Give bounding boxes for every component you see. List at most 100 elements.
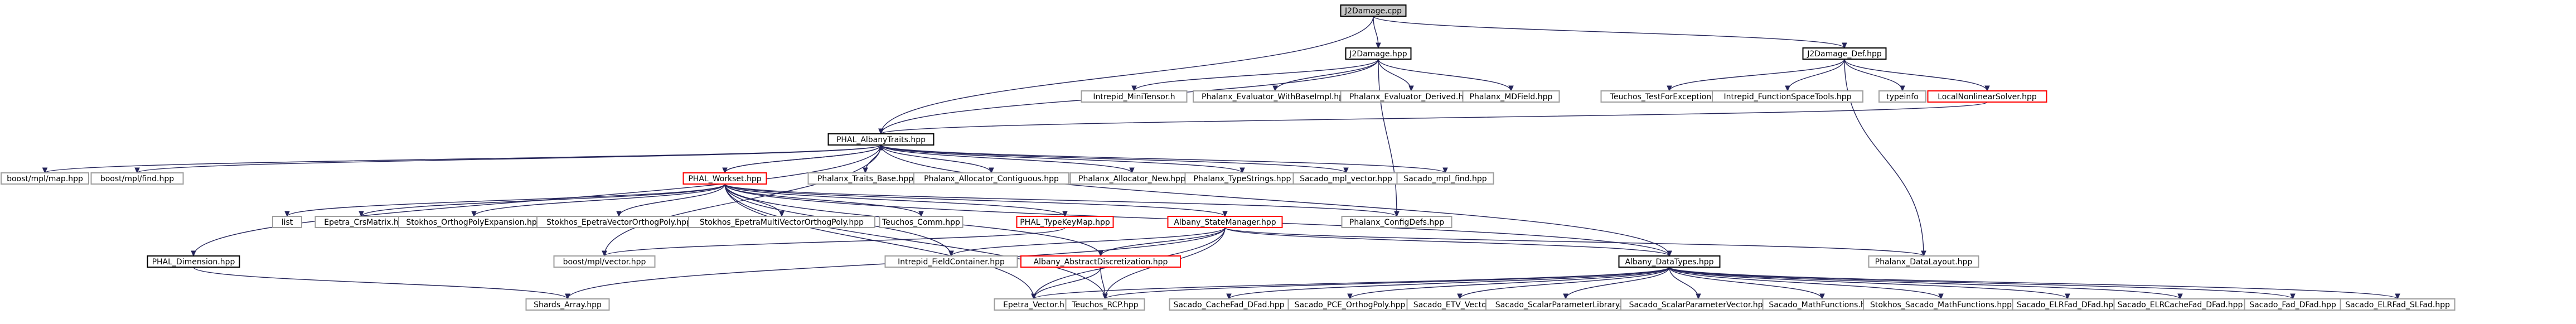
node-j2def[interactable]: J2Damage_Def.hpp xyxy=(1802,47,1887,60)
edge-arrowhead xyxy=(779,211,785,217)
node-allocnew[interactable]: Phalanx_Allocator_New.hpp xyxy=(1069,172,1194,185)
node-label: Sacado_ELRFad_SLFad.hpp xyxy=(2345,301,2450,310)
edge-j2def-datalayout xyxy=(1844,59,1924,257)
edge-arrowhead xyxy=(1031,293,1037,300)
edge-arrowhead xyxy=(1129,167,1135,174)
node-label: Sacado_ETV_Vector.hpp xyxy=(1413,301,1507,310)
edge-arrowhead xyxy=(42,167,48,174)
edge-j2def-typeinfo xyxy=(1844,59,1903,91)
node-label: Phalanx_Traits_Base.hpp xyxy=(817,175,913,183)
node-label: J2Damage_Def.hpp xyxy=(1807,50,1882,59)
node-dimension[interactable]: PHAL_Dimension.hpp xyxy=(147,255,240,268)
node-box xyxy=(1396,172,1494,185)
node-j2hpp[interactable]: J2Damage.hpp xyxy=(1345,47,1412,60)
node-datalayout[interactable]: Phalanx_DataLayout.hpp xyxy=(1868,255,1979,268)
node-travbase[interactable]: Phalanx_Traits_Base.hpp xyxy=(807,172,923,185)
node-label: Phalanx_Allocator_Contiguous.hpp xyxy=(924,175,1059,183)
node-sacvec[interactable]: Sacado_mpl_vector.hpp xyxy=(1292,172,1400,185)
edge-workset-confdefs xyxy=(724,183,1397,217)
edge-albtraits-mplvector xyxy=(604,144,882,257)
edge-workset-comm xyxy=(724,183,922,217)
node-mathfn[interactable]: Sacado_MathFunctions.hpp xyxy=(1762,298,1882,311)
node-list[interactable]: list xyxy=(272,216,302,228)
edge-datatypes-sclib xyxy=(1565,267,1670,299)
edge-albtraits-sacfind xyxy=(880,144,1446,173)
node-label: J2Damage.hpp xyxy=(1349,50,1407,59)
edge-arrowhead xyxy=(863,167,868,174)
node-fad[interactable]: Sacado_Fad_DFad.hpp xyxy=(2244,298,2342,311)
node-elrfad[interactable]: Sacado_ELRFad_DFad.hpp xyxy=(2012,298,2123,311)
edges-layer xyxy=(42,16,2400,300)
node-label: Phalanx_TypeStrings.hpp xyxy=(1194,175,1291,183)
node-comm[interactable]: Teuchos_Comm.hpp xyxy=(879,216,963,228)
node-absdisc[interactable]: Albany_AbstractDiscretization.hpp xyxy=(1020,255,1181,268)
node-crsmat[interactable]: Epetra_CrsMatrix.h xyxy=(314,216,408,228)
node-fieldcont[interactable]: Intrepid_FieldContainer.hpp xyxy=(884,255,1018,268)
node-label: Phalanx_Allocator_New.hpp xyxy=(1078,175,1185,183)
node-elrslfad[interactable]: Sacado_ELRFad_SLFad.hpp xyxy=(2340,298,2456,311)
node-cachefad[interactable]: Sacado_CacheFad_DFad.hpp xyxy=(1169,298,1289,311)
node-epmvortho[interactable]: Stokhos_EpetraMultiVectorOrthogPoly.hpp xyxy=(688,216,875,228)
node-label: Sacado_ScalarParameterVector.hpp xyxy=(1629,301,1768,310)
node-epvecortho[interactable]: Stokhos_EpetraVectorOrthogPoly.hpp xyxy=(536,216,701,228)
node-mplfind[interactable]: boost/mpl/find.hpp xyxy=(90,172,184,185)
node-box xyxy=(1340,4,1407,17)
node-mplmap[interactable]: boost/mpl/map.hpp xyxy=(1,172,89,185)
node-box xyxy=(1341,216,1452,228)
edge-arrowhead xyxy=(948,250,954,257)
edge-arrowhead xyxy=(1102,293,1108,300)
node-pceortho[interactable]: Sacado_PCE_OrthogPoly.hpp xyxy=(1287,298,1412,311)
node-mplvector[interactable]: boost/mpl/vector.hpp xyxy=(553,255,656,268)
node-label: boost/mpl/vector.hpp xyxy=(563,258,646,267)
node-datatypes[interactable]: Albany_DataTypes.hpp xyxy=(1618,255,1721,268)
node-label: Teuchos_Comm.hpp xyxy=(882,218,960,227)
node-stmathfn[interactable]: Stokhos_Sacado_MathFunctions.hpp xyxy=(1863,298,2019,311)
node-scvec[interactable]: Sacado_ScalarParameterVector.hpp xyxy=(1620,298,1776,311)
edge-arrowhead xyxy=(1938,293,1944,300)
node-evalwbase[interactable]: Phalanx_Evaluator_WithBaseImpl.hpp xyxy=(1193,90,1358,103)
node-typeinfo[interactable]: typeinfo xyxy=(1878,90,1926,103)
node-testfor[interactable]: Teuchos_TestForException.hpp xyxy=(1600,90,1739,103)
node-label: Stokhos_Sacado_MathFunctions.hpp xyxy=(1870,301,2012,310)
node-mdtensor[interactable]: Intrepid_MiniTensor.h xyxy=(1081,90,1188,103)
node-statemgr[interactable]: Albany_StateManager.hpp xyxy=(1167,216,1283,228)
node-mdfield[interactable]: Phalanx_MDField.hpp xyxy=(1462,90,1560,103)
edge-arrowhead xyxy=(1272,85,1278,92)
node-box xyxy=(553,255,656,268)
edge-datatypes-fad xyxy=(1669,267,2293,299)
node-alloccont[interactable]: Phalanx_Allocator_Contiguous.hpp xyxy=(913,172,1069,185)
node-funcspace[interactable]: Intrepid_FunctionSpaceTools.hpp xyxy=(1712,90,1863,103)
node-box xyxy=(1345,47,1412,60)
edge-datatypes-etvvec xyxy=(1459,267,1670,299)
edge-j2hpp-evalwbase xyxy=(1275,59,1379,91)
edge-arrowhead xyxy=(2177,293,2183,300)
node-label: Teuchos_RCP.hpp xyxy=(1071,301,1138,310)
node-label: Sacado_ELRCacheFad_DFad.hpp xyxy=(2118,301,2243,310)
node-root[interactable]: J2Damage.cpp xyxy=(1340,4,1407,17)
node-shards[interactable]: Shards_Array.hpp xyxy=(525,298,610,311)
edge-arrowhead xyxy=(134,167,140,174)
edge-j2def-funcspace xyxy=(1787,59,1845,91)
node-albtraits[interactable]: PHAL_AlbanyTraits.hpp xyxy=(827,133,934,146)
edge-datatypes-epvector xyxy=(1033,267,1670,299)
edge-root-albtraits xyxy=(880,16,1374,134)
node-evalderived[interactable]: Phalanx_Evaluator_Derived.hpp xyxy=(1340,90,1483,103)
node-box xyxy=(1462,90,1560,103)
node-localnl[interactable]: LocalNonlinearSolver.hpp xyxy=(1927,90,2047,103)
node-box xyxy=(1081,90,1188,103)
node-rcp[interactable]: Teuchos_RCP.hpp xyxy=(1065,298,1145,311)
node-box xyxy=(525,298,610,311)
node-typestrings[interactable]: Phalanx_TypeStrings.hpp xyxy=(1184,172,1300,185)
edge-workset-typekeymap xyxy=(724,183,1066,217)
node-workset[interactable]: PHAL_Workset.hpp xyxy=(682,172,767,185)
node-sacfind[interactable]: Sacado_mpl_find.hpp xyxy=(1396,172,1494,185)
node-elrcache[interactable]: Sacado_ELRCacheFad_DFad.hpp xyxy=(2113,298,2247,311)
node-typekeymap[interactable]: PHAL_TypeKeyMap.hpp xyxy=(1016,216,1114,228)
node-confdefs[interactable]: Phalanx_ConfigDefs.hpp xyxy=(1341,216,1452,228)
edge-datatypes-cachefad xyxy=(1228,267,1670,299)
edge-arrowhead xyxy=(2395,293,2400,300)
node-epvector[interactable]: Epetra_Vector.h xyxy=(994,298,1074,311)
edge-arrowhead xyxy=(989,167,994,174)
node-orthopoly[interactable]: Stokhos_OrthogPolyExpansion.hpp xyxy=(398,216,550,228)
edge-albtraits-travbase xyxy=(865,144,882,173)
